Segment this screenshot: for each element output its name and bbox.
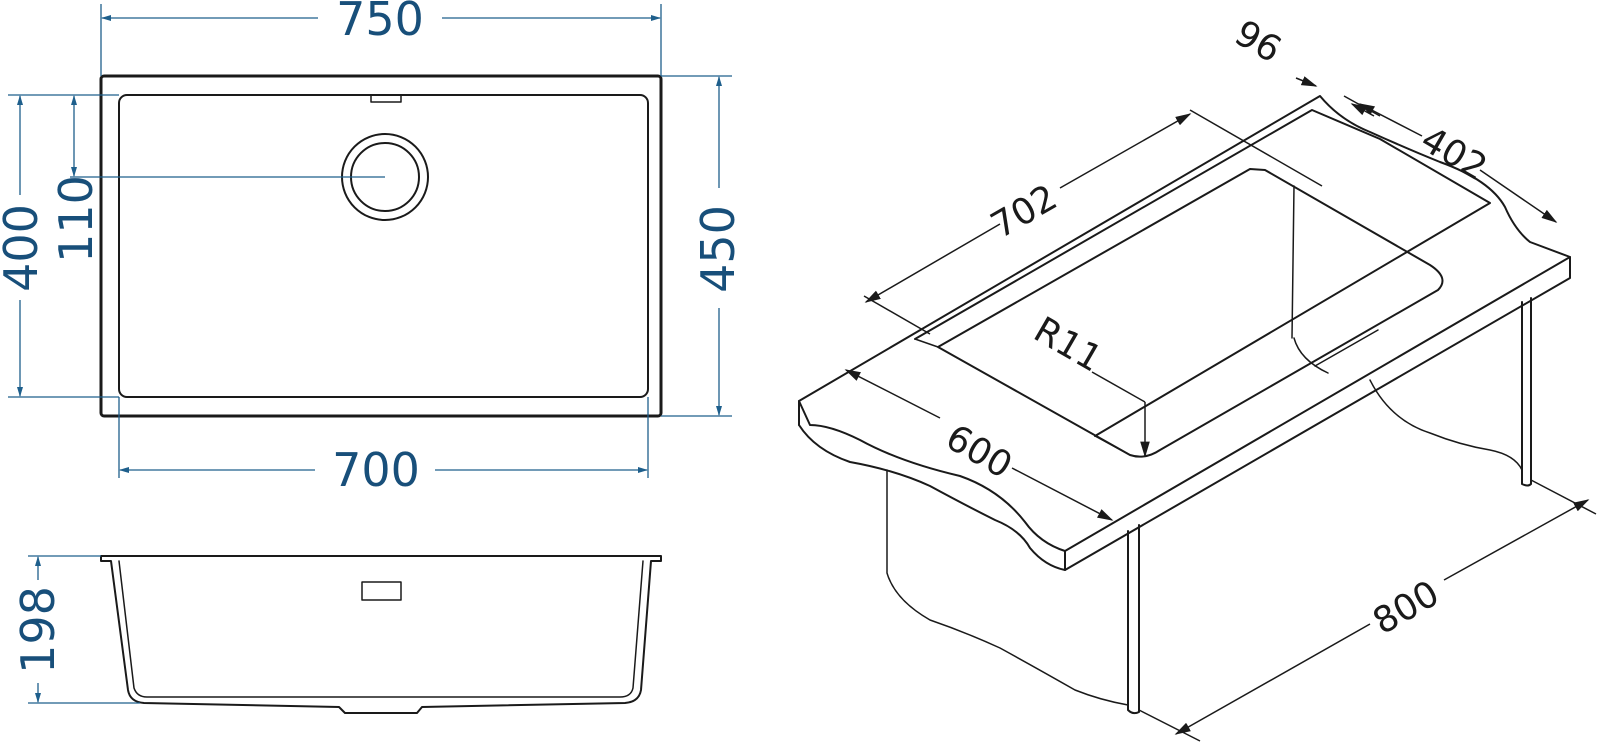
overflow-slot [370, 94, 402, 103]
dim-line-countertop-depth [844, 369, 941, 419]
dim-line-width [1358, 103, 1423, 137]
cabinet-right-side [1521, 297, 1532, 487]
dim-line-cabinet-width [1443, 499, 1590, 581]
dim-line-cabinet-depth [1295, 76, 1318, 87]
dim-corner-radius: R11 [1027, 310, 1109, 381]
section-view: 198 [11, 555, 662, 714]
sink-cutout-outer [914, 109, 1491, 437]
dim-length: 702 [984, 177, 1064, 247]
overflow-section [361, 581, 402, 601]
sink-section-outer [100, 555, 662, 714]
dim-line-length [1059, 113, 1192, 189]
sink-cutout-inner [937, 168, 1444, 458]
dim-line-corner-radius [1091, 371, 1146, 403]
dim-countertop-depth: 600 [939, 417, 1019, 487]
dim-overall-depth: 450 [691, 205, 745, 293]
sink-outer-rim [99, 74, 663, 418]
dim-width: 402 [1414, 119, 1494, 189]
sink-bowl-outline [118, 94, 649, 398]
dim-cabinet-width: 800 [1366, 573, 1446, 643]
dim-drain-offset: 110 [49, 175, 103, 263]
cabinet-front-side [1127, 524, 1140, 715]
countertop-wavy-edge [798, 424, 1066, 571]
dim-inner-depth: 400 [0, 204, 48, 292]
isometric-view: 96 702 402 R11 600 800 [798, 13, 1597, 742]
sink-section-inner [118, 560, 644, 698]
dim-bowl-depth: 198 [11, 586, 65, 674]
plan-view: 750 700 450 400 110 [0, 0, 745, 497]
dim-overall-width: 750 [336, 0, 424, 46]
dim-inner-width: 700 [332, 443, 420, 497]
dim-cabinet-depth: 96 [1228, 13, 1288, 71]
